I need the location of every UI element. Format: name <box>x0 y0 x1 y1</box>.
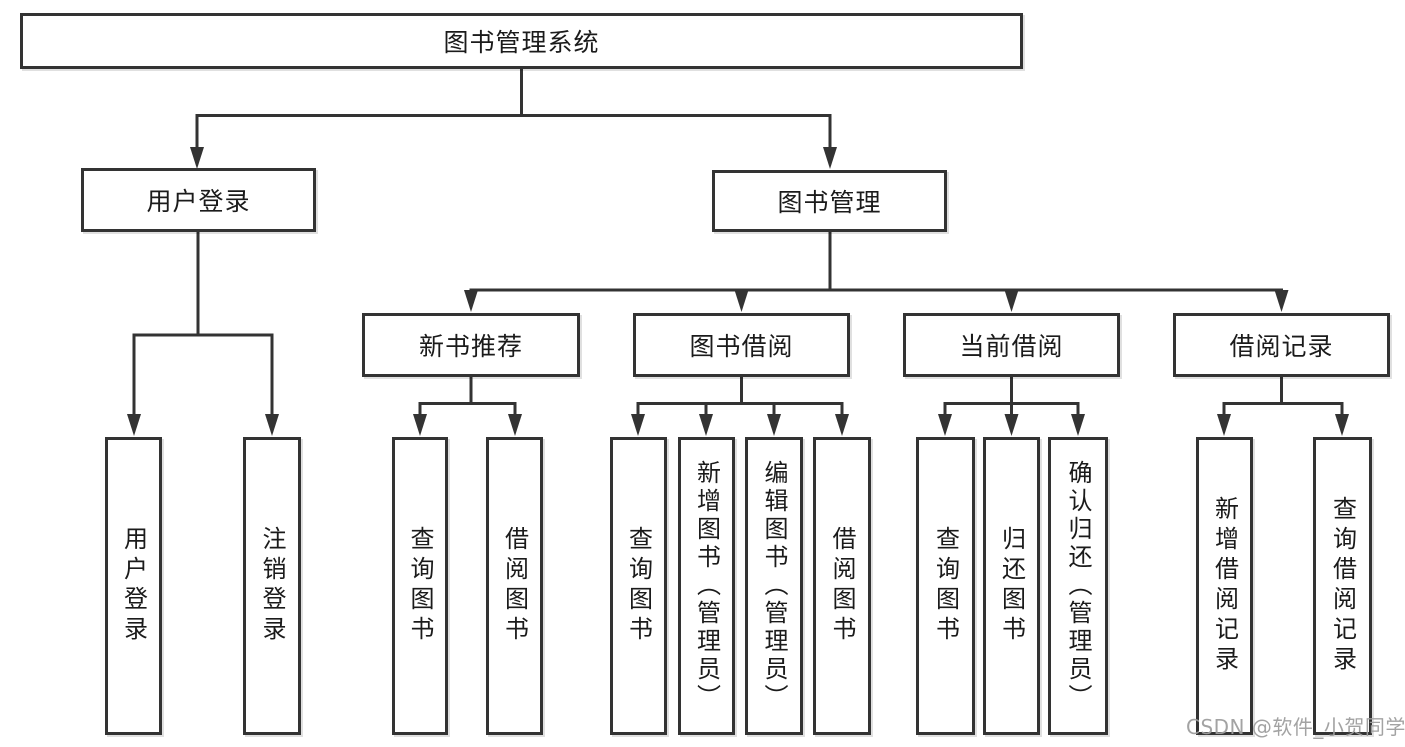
leaf-confirm-return-admin-label: 确认归还（管理员） <box>1064 460 1092 712</box>
leaf-return-book-label: 归还图书 <box>997 526 1026 646</box>
leaf-add-borrow-record: 新增借阅记录 <box>1196 437 1253 735</box>
leaf-query-book-2-label: 查询图书 <box>624 526 653 646</box>
node-borrow-records-label: 借阅记录 <box>1229 332 1334 361</box>
leaf-borrow-book-1-label: 借阅图书 <box>500 526 529 646</box>
arrowheads <box>127 147 1349 436</box>
node-book-borrow: 图书借阅 <box>633 313 850 377</box>
leaf-query-borrow-record: 查询借阅记录 <box>1313 437 1372 735</box>
node-book-management-label: 图书管理 <box>777 188 882 217</box>
leaf-query-book-3-label: 查询图书 <box>931 526 960 646</box>
leaf-user-login-label: 用户登录 <box>119 526 148 646</box>
leaf-add-book-admin-label: 新增图书（管理员） <box>692 460 721 712</box>
leaf-query-book-1-label: 查询图书 <box>406 526 434 646</box>
leaf-query-book-1: 查询图书 <box>392 437 448 735</box>
leaf-logout: 注销登录 <box>243 437 301 735</box>
leaf-borrow-book-2-label: 借阅图书 <box>828 526 856 646</box>
leaf-edit-book-admin-label: 编辑图书（管理员） <box>760 460 788 712</box>
node-user-login-label: 用户登录 <box>146 187 251 216</box>
node-library-system-label: 图书管理系统 <box>443 28 600 57</box>
leaf-return-book: 归还图书 <box>983 437 1040 735</box>
node-library-system: 图书管理系统 <box>20 13 1023 69</box>
node-book-management: 图书管理 <box>712 170 947 232</box>
node-current-borrow: 当前借阅 <box>903 313 1120 377</box>
node-new-book-recommend-label: 新书推荐 <box>418 332 523 361</box>
leaf-add-book-admin: 新增图书（管理员） <box>678 437 735 735</box>
node-book-borrow-label: 图书借阅 <box>689 332 794 361</box>
leaf-add-borrow-record-label: 新增借阅记录 <box>1210 496 1239 676</box>
leaf-logout-label: 注销登录 <box>258 526 286 646</box>
csdn-watermark: CSDN @软件_小贺同学 <box>1186 715 1405 739</box>
leaf-query-book-3: 查询图书 <box>916 437 975 735</box>
node-current-borrow-label: 当前借阅 <box>959 332 1064 361</box>
leaf-borrow-book-1: 借阅图书 <box>486 437 543 735</box>
leaf-user-login: 用户登录 <box>105 437 162 735</box>
leaf-confirm-return-admin: 确认归还（管理员） <box>1048 437 1108 735</box>
leaf-edit-book-admin: 编辑图书（管理员） <box>745 437 803 735</box>
leaf-query-borrow-record-label: 查询借阅记录 <box>1328 496 1357 676</box>
node-user-login: 用户登录 <box>81 168 316 232</box>
leaf-borrow-book-2: 借阅图书 <box>813 437 871 735</box>
node-new-book-recommend: 新书推荐 <box>362 313 580 377</box>
leaf-query-book-2: 查询图书 <box>610 437 667 735</box>
node-borrow-records: 借阅记录 <box>1173 313 1390 377</box>
